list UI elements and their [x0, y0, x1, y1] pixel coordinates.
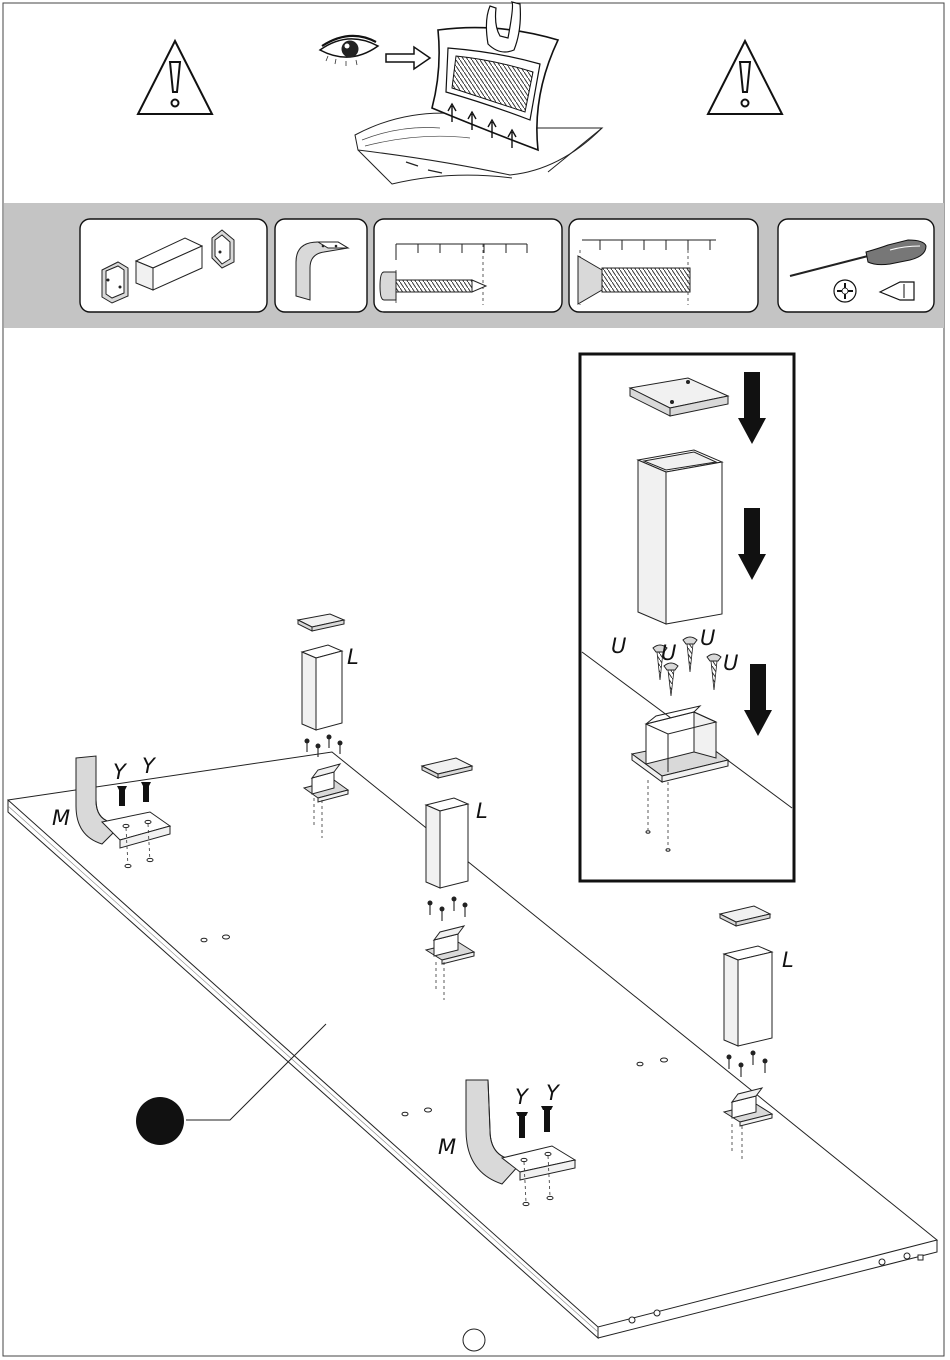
label-m-1: M: [52, 806, 70, 830]
warning-icon-left: [138, 41, 212, 114]
page-number-circle: [463, 1329, 485, 1351]
manual-page-icon: [355, 2, 602, 184]
label-y-2: Y: [142, 754, 157, 778]
bolt-panel: [569, 219, 758, 312]
label-u-2: U: [661, 641, 676, 665]
label-l-3: L: [782, 948, 794, 972]
label-y-1: Y: [113, 760, 128, 784]
label-l-1: L: [347, 645, 359, 669]
part-marker-dot-icon: [136, 1097, 184, 1145]
foot-plate-icon: [102, 262, 128, 303]
wood-screw-panel: [374, 219, 562, 312]
detail-inset: [580, 354, 794, 881]
warning-icon-right: [708, 41, 782, 114]
label-m-2: M: [438, 1135, 456, 1159]
label-u-4: U: [723, 651, 738, 675]
phillips-head-icon: [834, 280, 856, 302]
tools-panel: [778, 219, 934, 312]
leg-kit-panel: [80, 219, 267, 312]
arrow-right-icon: [386, 47, 430, 69]
label-u-1: U: [611, 634, 626, 658]
label-u-3: U: [700, 626, 715, 650]
eye-icon: [320, 36, 378, 66]
bracket-panel: [275, 219, 367, 312]
label-l-2: L: [476, 799, 488, 823]
label-y-3: Y: [515, 1085, 530, 1109]
label-y-4: Y: [546, 1081, 561, 1105]
